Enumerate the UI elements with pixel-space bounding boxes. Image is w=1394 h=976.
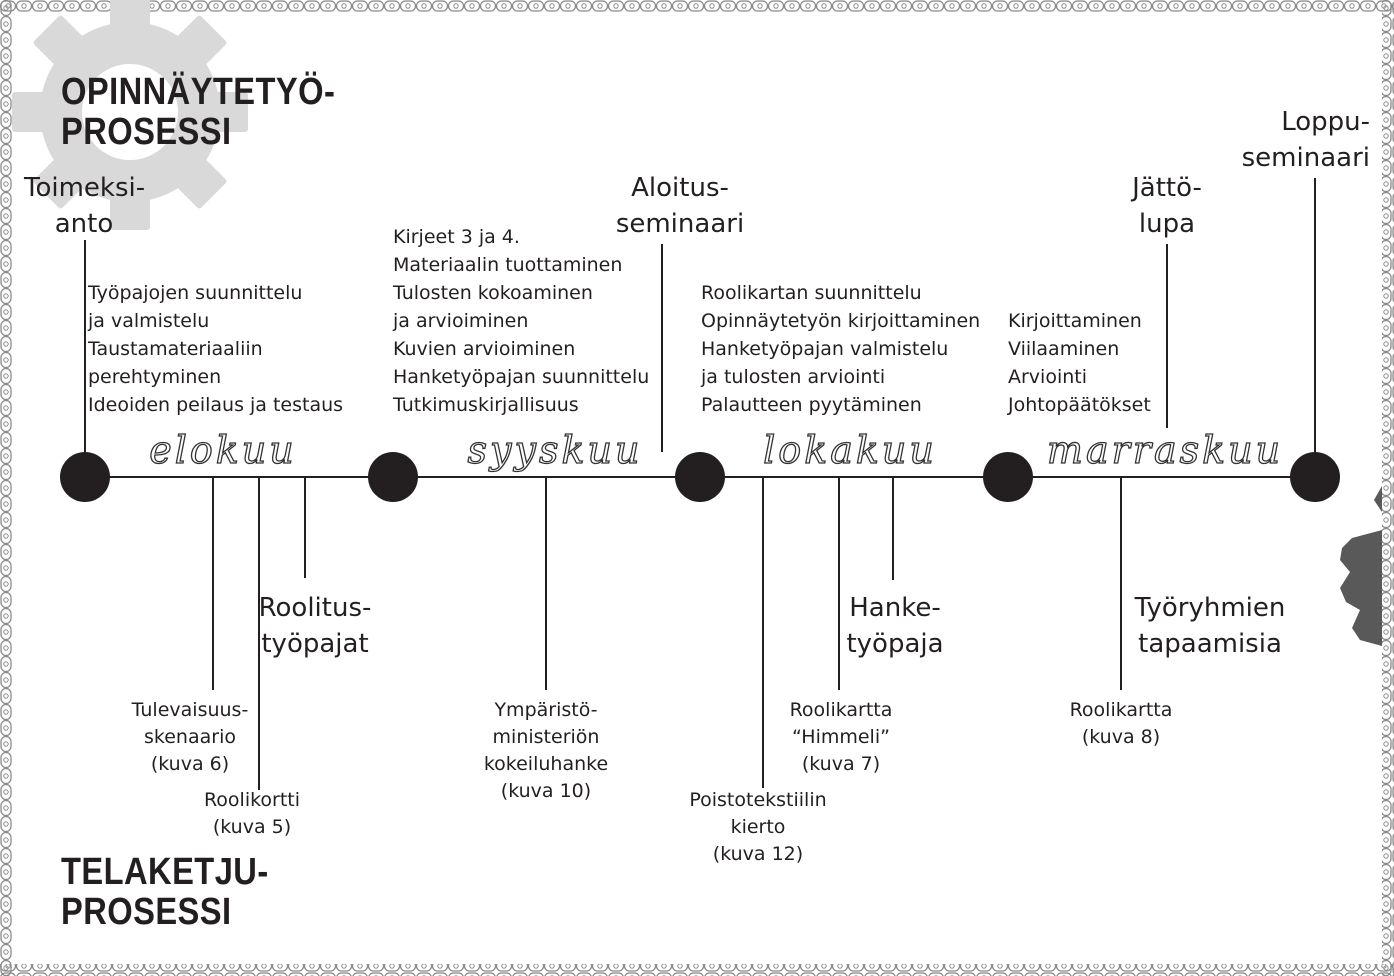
task-item: Roolikartan suunnittelu [701, 282, 922, 304]
timeline-nodes [60, 452, 1340, 502]
timeline-node [983, 452, 1033, 502]
reference-line: (kuva 8) [1081, 726, 1161, 748]
reference-roolikortti: Roolikortti (kuva 5) [187, 787, 317, 841]
task-item: Taustamateriaaliin [88, 338, 263, 360]
month-label-syyskuu: syyskuu [467, 427, 643, 472]
milestone-line: lupa [1138, 209, 1196, 239]
task-item: Työpajojen suunnittelu [88, 282, 303, 304]
reference-roolikartta: Roolikartta (kuva 8) [1050, 697, 1192, 751]
task-item: Hanketyöpajan valmistelu [701, 338, 949, 360]
task-item: Johtopäätökset [1008, 394, 1151, 416]
reference-line: kokeiluhanke [483, 753, 609, 775]
reference-line: “Himmeli” [792, 726, 890, 748]
reference-line: (kuva 6) [150, 753, 230, 775]
task-item: Kuvien arvioiminen [393, 338, 576, 360]
task-list-lokakuu: Roolikartan suunnittelu Opinnäytetyön ki… [701, 279, 980, 419]
task-list-marraskuu: Kirjoittaminen Viilaaminen Arviointi Joh… [1008, 307, 1151, 419]
reference-line: Roolikortti [203, 789, 301, 811]
task-item: Arviointi [1008, 366, 1088, 388]
milestone-line: anto [54, 209, 114, 239]
task-item: Kirjoittaminen [1008, 310, 1142, 332]
milestone-line: seminaari [615, 209, 745, 239]
milestone-loppuseminaari: Loppu- seminaari [1224, 104, 1370, 176]
timeline-node [60, 452, 110, 502]
month-label-elokuu: elokuu [149, 427, 297, 472]
task-item: Tutkimuskirjallisuus [393, 394, 579, 416]
milestone-line: Loppu- [1281, 107, 1370, 137]
task-list-syyskuu: Kirjeet 3 ja 4. Materiaalin tuottaminen … [393, 223, 649, 419]
reference-line: (kuva 10) [500, 780, 592, 802]
milestone-jattolupa: Jättö- lupa [1117, 170, 1217, 242]
task-item: Ideoiden peilaus ja testaus [88, 394, 344, 416]
milestone-line: Hanke- [849, 593, 941, 623]
task-item: Opinnäytetyön kirjoittaminen [701, 310, 981, 332]
task-item: Materiaalin tuottaminen [393, 254, 623, 276]
chain-process-heading: TELAKETJU- PROSESSI [61, 852, 269, 932]
milestone-line: seminaari [1241, 143, 1370, 173]
milestone-line: Aloitus- [631, 173, 729, 203]
timeline-node [1290, 452, 1340, 502]
task-item: Viilaaminen [1008, 338, 1120, 360]
month-label-lokakuu: lokakuu [763, 427, 937, 472]
milestone-tyoryhmien-tapaamisia: Työryhmien tapaamisia [1120, 590, 1300, 662]
thesis-process-heading: OPINNÄYTETYÖ- PROSESSI [61, 72, 335, 152]
heading-line: OPINNÄYTETYÖ- [61, 71, 336, 113]
timeline-node [368, 452, 418, 502]
milestone-line: Toimeksi- [24, 173, 146, 203]
reference-tulevaisuusskenaario: Tulevaisuus- skenaario (kuva 6) [118, 697, 262, 778]
milestone-line: Roolitus- [258, 593, 372, 623]
task-item: ja tulosten arviointi [701, 366, 886, 388]
reference-line: Tulevaisuus- [131, 699, 249, 721]
month-label-marraskuu: marraskuu [1046, 427, 1284, 472]
gear-icon [1340, 486, 1382, 646]
reference-line: Roolikartta [1069, 699, 1173, 721]
reference-line: kierto [730, 816, 786, 838]
reference-line: Ympäristö- [494, 699, 598, 721]
task-item: Kirjeet 3 ja 4. [393, 226, 520, 248]
reference-poistotekstiilin-kierto: Poistotekstiilin kierto (kuva 12) [670, 787, 846, 868]
task-item: ja valmistelu [88, 310, 210, 332]
milestone-hanketyopaja: Hanke- työpaja [825, 590, 965, 662]
timeline-node [675, 452, 725, 502]
milestone-roolitustyopajat: Roolitus- työpajat [245, 590, 385, 662]
milestone-line: tapaamisia [1138, 629, 1282, 659]
milestone-line: työpaja [846, 629, 944, 659]
task-item: Palautteen pyytäminen [701, 394, 922, 416]
timeline [84, 178, 1316, 790]
reference-line: Poistotekstiilin [689, 789, 827, 811]
milestone-line: työpajat [261, 629, 369, 659]
milestone-aloitusseminaari: Aloitus- seminaari [605, 170, 755, 242]
gear-icon [12, 0, 248, 230]
task-item: Tulosten kokoaminen [393, 282, 593, 304]
task-item: Hanketyöpajan suunnittelu [393, 366, 650, 388]
milestone-line: Työryhmien [1134, 593, 1286, 623]
milestone-toimeksianto: Toimeksi- anto [24, 170, 146, 242]
reference-line: ministeriön [492, 726, 600, 748]
task-list-elokuu: Työpajojen suunnittelu ja valmistelu Tau… [88, 279, 343, 419]
reference-line: (kuva 12) [712, 843, 804, 865]
task-item: ja arvioiminen [393, 310, 529, 332]
reference-line: Roolikartta [789, 699, 893, 721]
heading-line: TELAKETJU- [61, 851, 269, 893]
milestone-line: Jättö- [1132, 173, 1202, 203]
reference-roolikartta-himmeli: Roolikartta “Himmeli” (kuva 7) [770, 697, 912, 778]
heading-line: PROSESSI [61, 111, 232, 153]
reference-line: (kuva 7) [801, 753, 881, 775]
task-item: perehtyminen [88, 366, 222, 388]
heading-line: PROSESSI [61, 891, 232, 933]
reference-line: skenaario [144, 726, 236, 748]
reference-line: (kuva 5) [212, 816, 292, 838]
reference-ymparistoministerio: Ympäristö- ministeriön kokeiluhanke (kuv… [470, 697, 622, 805]
